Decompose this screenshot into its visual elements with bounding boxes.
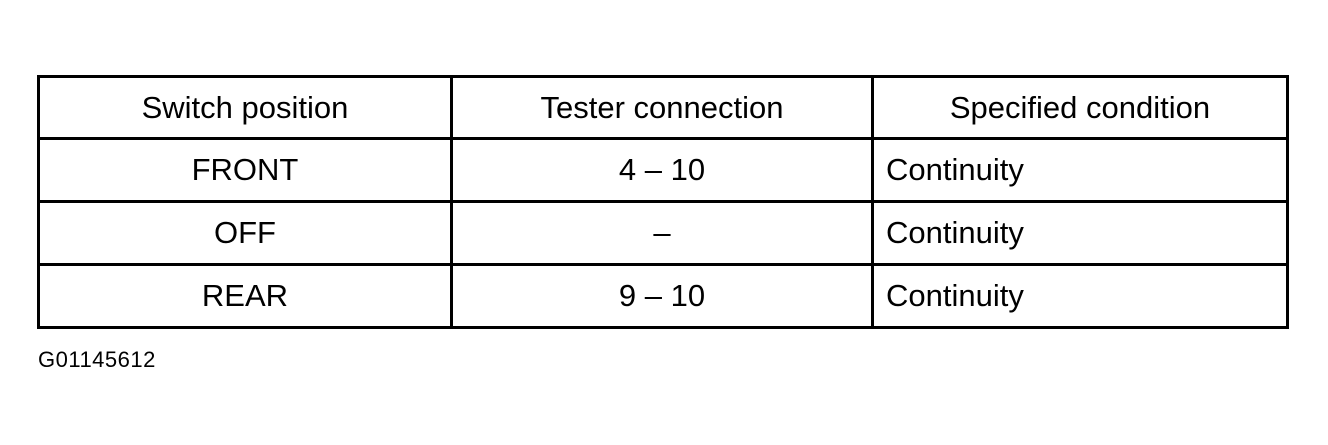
specified-condition-cell: Continuity	[870, 137, 1290, 203]
header-tester-connection: Tester connection	[449, 75, 874, 140]
tester-connection-cell: 9 – 10	[449, 263, 874, 329]
switch-position-cell: REAR	[37, 263, 453, 329]
table-row: REAR 9 – 10 Continuity	[37, 263, 1290, 329]
header-switch-position: Switch position	[37, 75, 453, 140]
header-specified-condition: Specified condition	[870, 75, 1290, 140]
specified-condition-cell: Continuity	[870, 200, 1290, 266]
switch-position-cell: FRONT	[37, 137, 453, 203]
table-row: OFF – Continuity	[37, 200, 1290, 266]
tester-connection-cell: 4 – 10	[449, 137, 874, 203]
table-row: FRONT 4 – 10 Continuity	[37, 137, 1290, 203]
specified-condition-cell: Continuity	[870, 263, 1290, 329]
switch-inspection-table: Switch position Tester connection Specif…	[37, 75, 1290, 329]
figure-id-label: G01145612	[38, 347, 156, 372]
table-header-row: Switch position Tester connection Specif…	[37, 75, 1290, 140]
switch-position-cell: OFF	[37, 200, 453, 266]
tester-connection-cell: –	[449, 200, 874, 266]
